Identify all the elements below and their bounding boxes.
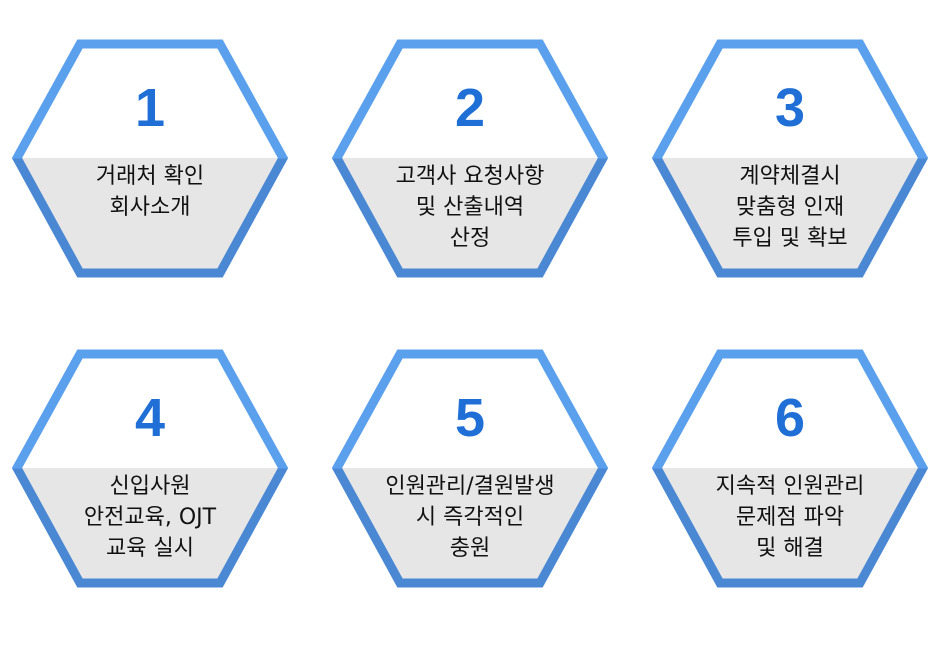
hexagon-shape bbox=[331, 349, 609, 588]
step-text-line: 교육 실시 bbox=[106, 536, 194, 561]
step-text-line: 안전교육, OJT bbox=[83, 505, 217, 530]
step-text-line: 인원관리/결원발생 bbox=[385, 474, 555, 499]
step-text-line: 회사소개 bbox=[109, 195, 191, 220]
step-text-line: 시 즉각적인 bbox=[415, 505, 525, 530]
step-text-line: 충원 bbox=[449, 536, 491, 561]
step-text-line: 및 해결 bbox=[756, 536, 824, 561]
step-number: 6 bbox=[774, 388, 806, 448]
hexagon-shape bbox=[651, 349, 929, 588]
step-text-line: 투입 및 확보 bbox=[732, 226, 848, 251]
step-text-line: 산정 bbox=[449, 226, 491, 251]
step-text-line: 거래처 확인 bbox=[95, 164, 205, 189]
step-text-line: 지속적 인원관리 bbox=[715, 474, 865, 499]
hexagon-shape bbox=[11, 39, 289, 278]
step-number: 4 bbox=[134, 388, 166, 448]
step-text-line: 맞춤형 인재 bbox=[735, 195, 845, 220]
step-text-line: 고객사 요청사항 bbox=[395, 164, 545, 189]
step-text-line: 문제점 파악 bbox=[735, 505, 845, 530]
step-text-line: 신입사원 bbox=[109, 474, 191, 499]
step-text-line: 계약체결시 bbox=[739, 164, 841, 189]
step-number: 3 bbox=[774, 78, 806, 138]
hexagon-shape bbox=[331, 39, 609, 278]
step-number: 2 bbox=[454, 78, 486, 138]
step-text-line: 및 산출내역 bbox=[415, 195, 525, 220]
hexagon-shape bbox=[11, 349, 289, 588]
hexagon-shape bbox=[651, 39, 929, 278]
step-number: 1 bbox=[134, 78, 166, 138]
step-number: 5 bbox=[454, 388, 486, 448]
